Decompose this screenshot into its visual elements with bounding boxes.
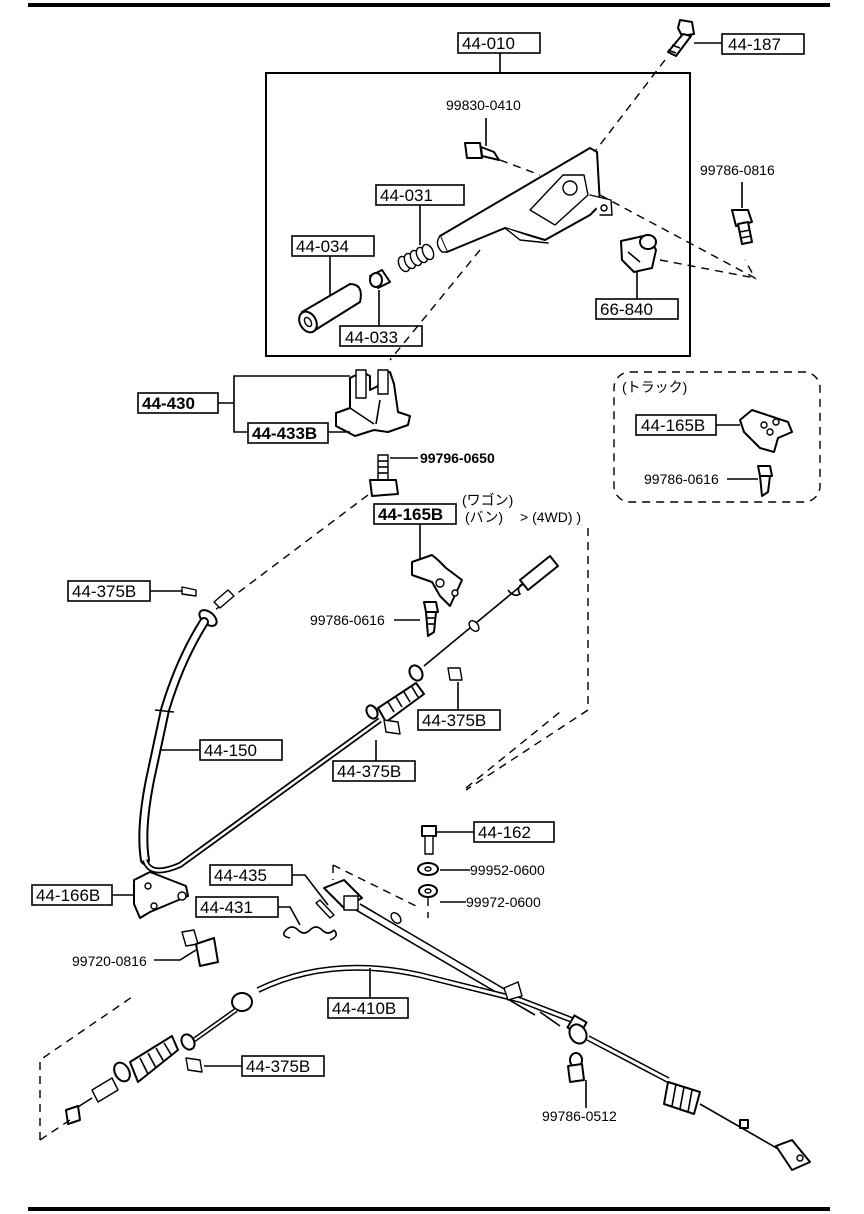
bracket-44-430-icon (335, 369, 411, 437)
truck-option-group (613, 371, 821, 503)
pin-44-435-icon (315, 899, 335, 919)
label-wagon: (ワゴン) (462, 492, 513, 508)
clip-44-375B-d-icon (185, 1057, 203, 1073)
clip-44-375B-c-icon (383, 719, 401, 735)
switch-66-840-icon (620, 234, 657, 273)
bolt-99796-0650-icon (369, 454, 399, 497)
grip-44-034-icon (298, 283, 362, 334)
label-44-150: 44-150 (204, 741, 257, 760)
truck-screw-icon (757, 465, 773, 497)
label-44-430: 44-430 (142, 394, 195, 413)
label-99720-0816: 99720-0816 (72, 953, 147, 969)
label-99786-0816: 99786-0816 (700, 162, 775, 178)
label-van: (バン) (465, 509, 503, 525)
clip-44-375B-a-icon (181, 586, 197, 597)
bracket-44-166B-icon (133, 871, 189, 919)
label-44-010: 44-010 (462, 34, 515, 53)
label-44-435: 44-435 (214, 866, 267, 885)
label-99786-0616-truck: 99786-0616 (644, 471, 719, 487)
label-44-166B: 44-166B (36, 886, 100, 905)
parking-brake-lever-icon (436, 147, 613, 253)
bolt-44-162-icon (421, 825, 437, 855)
label-44-375B-d: 44-375B (246, 1057, 310, 1076)
label-44-165B-main: 44-165B (378, 505, 443, 524)
label-44-034: 44-034 (296, 237, 349, 256)
cable-44-410B-icon (65, 879, 811, 1171)
label-99952-0600: 99952-0600 (470, 862, 545, 878)
washer-99952-0600-icon (417, 862, 439, 876)
lever-assembly-group-box (265, 72, 691, 357)
label-44-033: 44-033 (345, 328, 398, 347)
spring-44-431-icon (282, 926, 338, 941)
bolt-99720-0816-icon (181, 929, 219, 967)
label-66-840: 66-840 (600, 300, 653, 319)
label-44-162: 44-162 (478, 823, 531, 842)
label-99786-0512: 99786-0512 (542, 1108, 617, 1124)
label-44-187: 44-187 (728, 35, 781, 54)
label-44-410B: 44-410B (332, 999, 396, 1018)
label-99972-0600: 99972-0600 (466, 894, 541, 910)
label-99786-0616-main: 99786-0616 (310, 612, 385, 628)
cable-44-150-icon (138, 555, 559, 874)
label-44-431: 44-431 (200, 898, 253, 917)
label-44-433B: 44-433B (252, 424, 317, 443)
bushing-44-033-icon (369, 269, 391, 289)
bolt-99786-0512-icon (567, 1052, 585, 1083)
screw-99786-0616-icon (423, 601, 439, 637)
truck-bracket-icon (739, 409, 793, 453)
label-99830-0410: 99830-0410 (446, 97, 521, 113)
label-44-165B-truck: 44-165B (641, 416, 705, 435)
washer-99972-0600-icon (418, 884, 438, 898)
label-44-375B-b: 44-375B (422, 711, 486, 730)
label-44-375B-a: 44-375B (72, 582, 136, 601)
label-99796-0650: 99796-0650 (420, 450, 495, 466)
bolt-44-187-icon (667, 19, 695, 57)
screw-99830-0410-icon (464, 142, 500, 161)
clip-44-375B-b-icon (447, 667, 463, 681)
bracket-44-165B-icon (411, 554, 463, 607)
bolt-99786-0816-icon (731, 209, 753, 245)
label-4wd: > (4WD) ) (520, 509, 581, 525)
spring-44-031-icon (397, 243, 435, 273)
label-44-375B-c: 44-375B (337, 762, 401, 781)
label-truck: (トラック) (622, 379, 687, 395)
label-44-031: 44-031 (380, 186, 433, 205)
